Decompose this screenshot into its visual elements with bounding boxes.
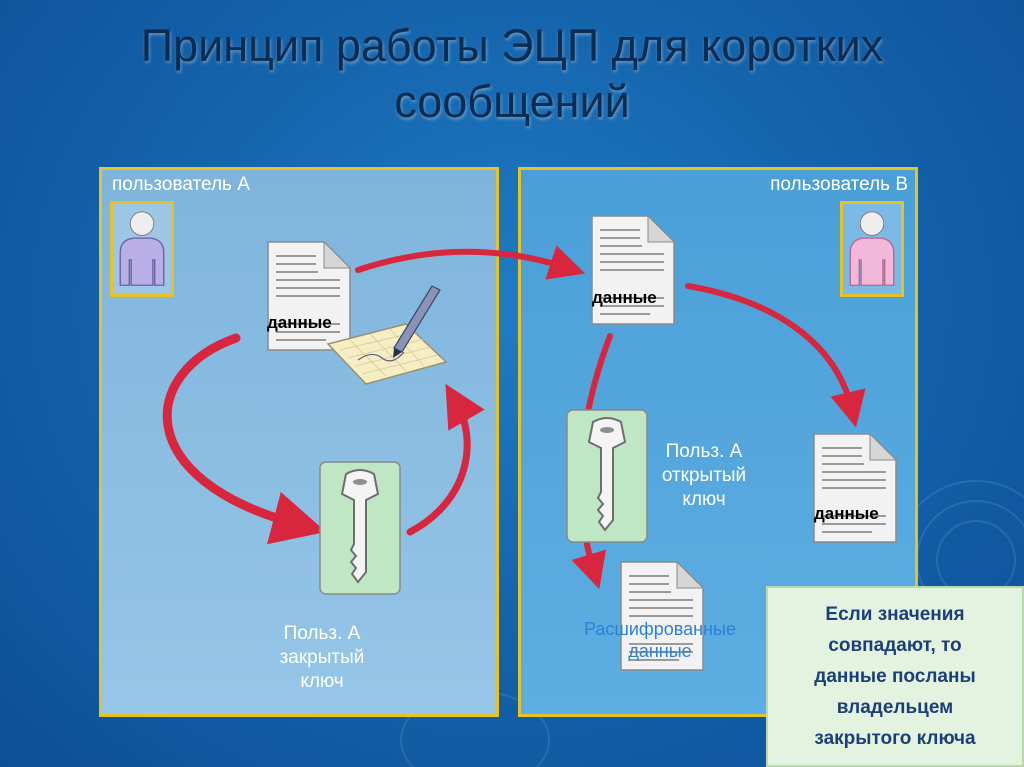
data-label: данные [814,504,879,523]
public-key-caption: Польз. А открытый ключ [661,441,747,510]
public-key-icon [565,408,649,544]
document-icon [619,560,705,672]
person-icon [119,211,165,286]
person-icon [849,211,895,286]
private-key-icon [318,460,402,596]
user-a-label: пользователь А [112,174,250,195]
decrypted-data-caption: Расшифрованные данные [584,619,736,661]
signature-pen-icon [320,280,450,390]
user-b-label: пользователь В [770,174,908,195]
data-label: данные [592,288,657,307]
result-note: Если значения совпадают, то данные посла… [766,586,1024,767]
document-icon [590,214,676,326]
slide-title: Принцип работы ЭЦП для коротких сообщени… [140,20,884,127]
private-key-caption: Польз. А закрытый ключ [279,623,365,692]
document-icon [812,432,898,544]
data-label: данные [267,313,332,332]
user-b-avatar [840,201,904,297]
user-a-avatar [110,201,174,297]
document-icon [266,240,352,352]
